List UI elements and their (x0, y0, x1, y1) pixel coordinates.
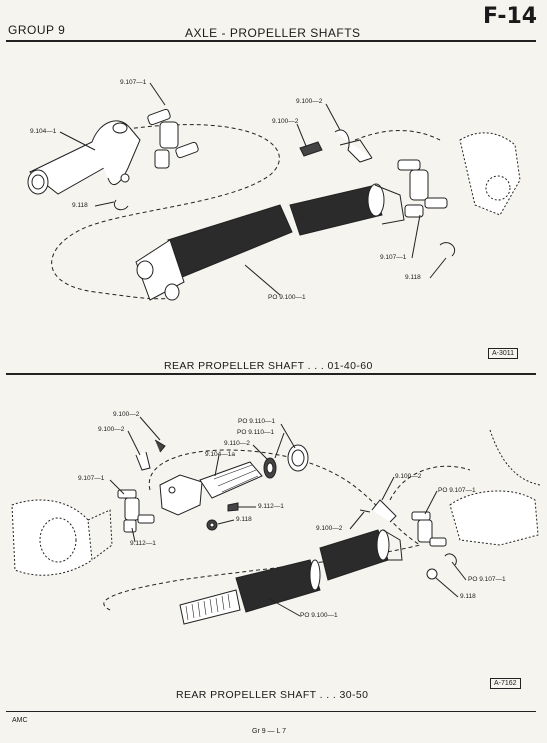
propeller-shaft-tube-2 (319, 529, 403, 581)
part-label: PO 9.107—1 (438, 487, 476, 494)
diagram2-figure-id: A-7162 (490, 678, 521, 689)
slip-yoke-drawing (27, 120, 141, 195)
section-divider (6, 373, 536, 375)
propeller-shaft-tube-3 (179, 559, 321, 625)
part-label: 9.118 (72, 202, 88, 209)
part-label: 9.118 (405, 274, 421, 281)
boot-drawing (287, 444, 309, 472)
snap-ring-2 (439, 242, 456, 257)
part-label: 9.100—2 (316, 525, 343, 532)
group-label: GROUP 9 (8, 23, 66, 37)
part-label: PO 9.100—1 (268, 294, 306, 301)
part-label: 9.100—2 (272, 118, 299, 125)
part-label: 9.110—2 (224, 440, 250, 447)
pinion-yoke-drawing-2 (449, 429, 541, 546)
part-label: 9.100—2 (98, 426, 125, 433)
part-label: 9.107—1 (380, 254, 407, 261)
snap-ring-1 (114, 199, 129, 211)
universal-joint-drawing-3 (117, 489, 155, 533)
page-code: F-14 (483, 4, 538, 29)
diagram2-caption: REAR PROPELLER SHAFT . . . 30-50 (176, 689, 369, 701)
pinion-yoke-drawing (459, 132, 521, 216)
part-label: PO 9.110—1 (237, 429, 275, 436)
part-label: PO 9.107—1 (468, 576, 506, 583)
part-label: PO 9.110—1 (238, 418, 276, 425)
part-label: 9.112—1 (130, 540, 156, 547)
universal-joint-drawing-4 (411, 511, 447, 547)
part-label: 9.118 (236, 516, 252, 523)
differential-housing-drawing (11, 499, 113, 576)
strap-drawing-1 (135, 451, 151, 471)
page-title: AXLE - PROPELLER SHAFTS (185, 26, 361, 40)
part-label: 9.100—2 (296, 98, 323, 105)
footer-brand: AMC (12, 717, 28, 724)
part-label: 9.100—2 (113, 411, 140, 418)
diagram1-figure-id: A-3011 (488, 348, 519, 359)
part-label: 9.107—1 (120, 79, 147, 86)
universal-joint-drawing-1 (147, 108, 199, 169)
part-label: 9.104—1 (30, 128, 57, 135)
slip-yoke-drawing-2 (159, 461, 263, 516)
diagram1-caption: REAR PROPELLER SHAFT . . . 01-40-60 (164, 360, 373, 372)
part-label: 9.100—2 (395, 473, 422, 480)
strap-bolt-drawing (299, 129, 373, 163)
part-label: PO 9.100—1 (300, 612, 338, 619)
header-rule (6, 40, 536, 42)
part-label: 9.107—1 (78, 475, 105, 482)
part-label: 9.118 (460, 593, 476, 600)
part-label: 9.112—1 (258, 503, 284, 510)
universal-joint-drawing-2 (397, 159, 448, 218)
part-label: 9.104—1a (205, 451, 235, 458)
propeller-shaft-tube-1 (135, 183, 405, 301)
footer-rule (6, 711, 536, 712)
strap-drawing-2 (371, 499, 397, 523)
footer-page-ref: Gr 9 — L 7 (252, 728, 286, 735)
